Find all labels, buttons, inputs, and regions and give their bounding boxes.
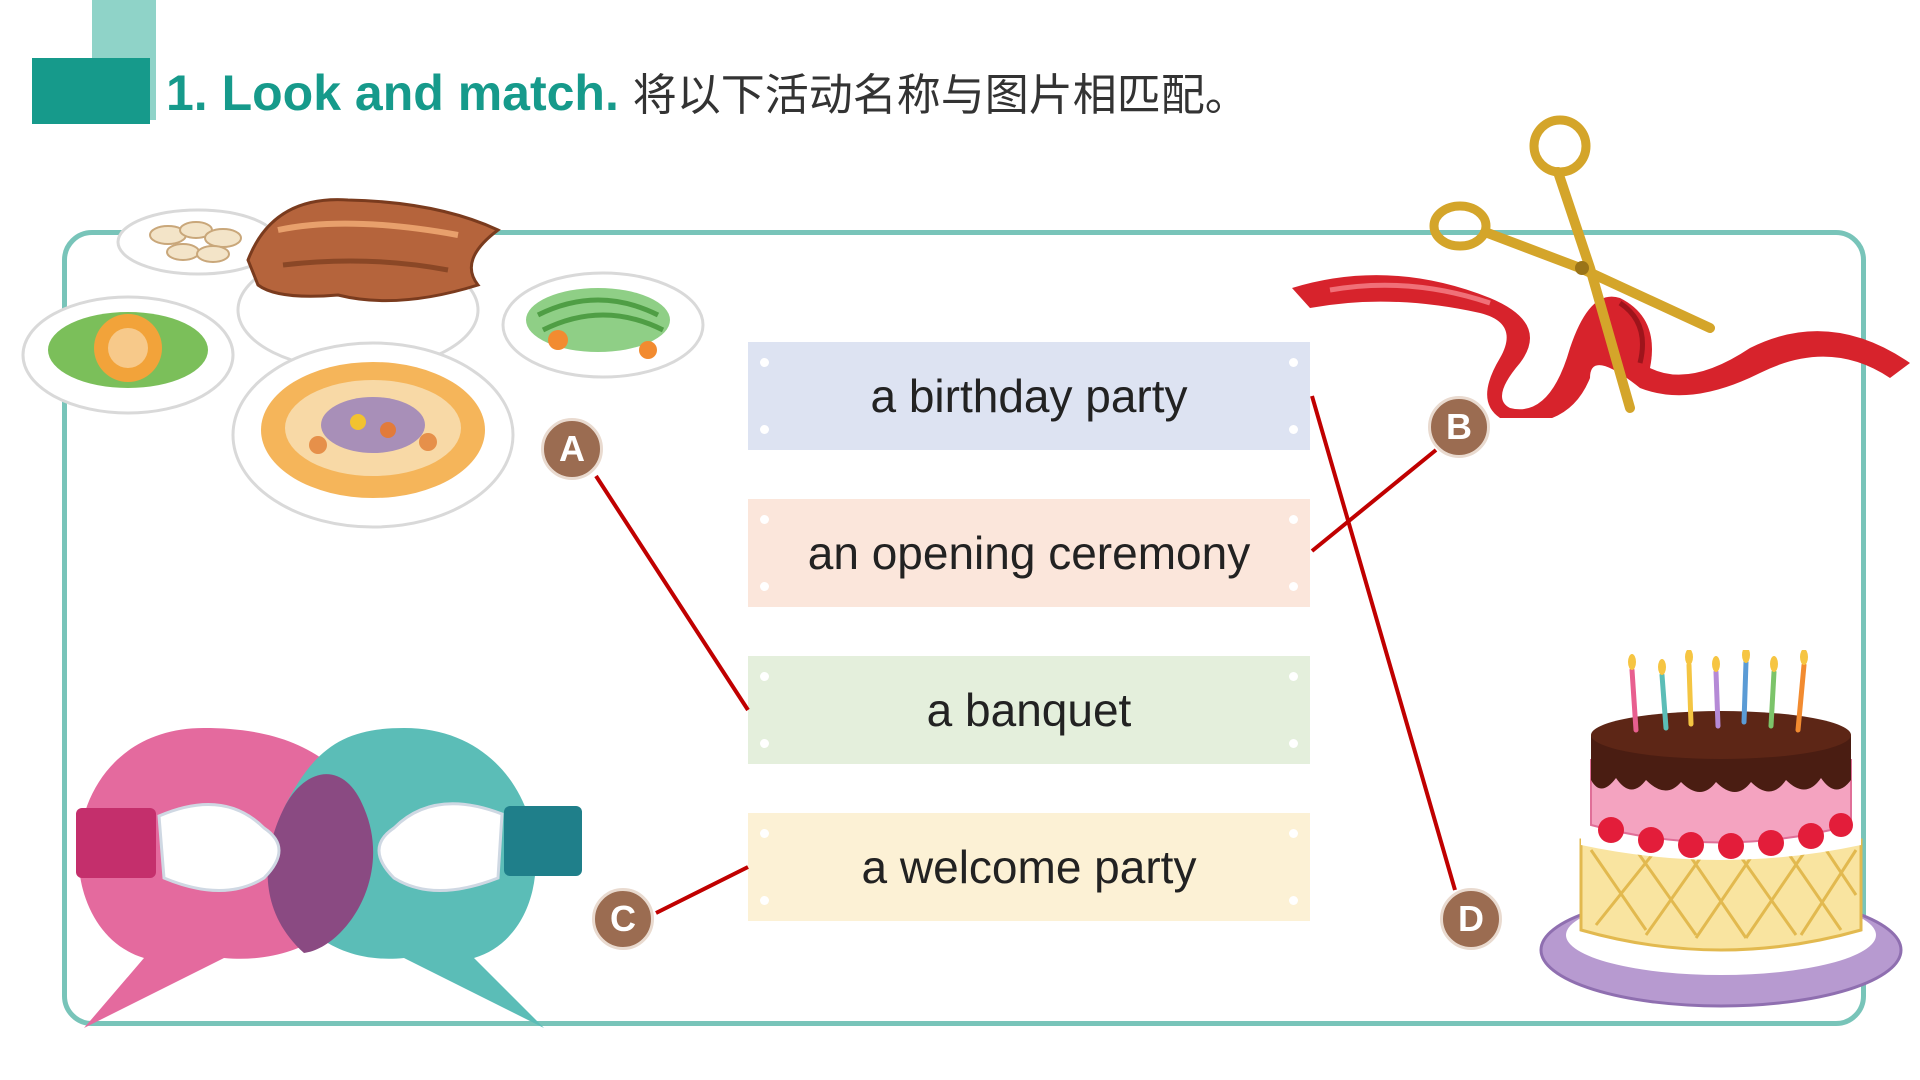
banquet-food-icon — [21, 198, 705, 529]
ribbon-scissors-icon — [1292, 115, 1910, 418]
phrase-card-birthday-party[interactable]: a birthday party — [748, 342, 1310, 450]
picture-label-a: A — [541, 418, 603, 480]
title-english: 1. Look and match. — [166, 65, 619, 121]
match-line-welcome-c — [655, 865, 749, 915]
picture-label-c: C — [592, 888, 654, 950]
phrase-label: a welcome party — [861, 841, 1197, 893]
phrase-label: an opening ceremony — [807, 527, 1251, 579]
handshake-bubbles-icon — [76, 728, 582, 1028]
title-chinese: 将以下活动名称与图片相匹配。 — [632, 70, 1249, 121]
header-accent-dark — [32, 58, 150, 124]
phrase-label: a birthday party — [870, 370, 1188, 422]
birthday-cake-icon — [1539, 650, 1903, 1008]
phrase-label: a banquet — [926, 684, 1132, 736]
phrase-card-welcome-party[interactable]: a welcome party — [748, 813, 1310, 921]
picture-label-d: D — [1440, 888, 1502, 950]
match-line-banquet-a — [594, 474, 750, 712]
phrase-card-opening-ceremony[interactable]: an opening ceremony — [748, 499, 1310, 607]
phrase-card-banquet[interactable]: a banquet — [748, 656, 1310, 764]
page-title: 1. Look and match. 将以下活动名称与图片相匹配。 — [166, 58, 1249, 128]
match-line-birthday-d — [1310, 395, 1457, 891]
picture-label-b: B — [1428, 396, 1490, 458]
exercise-panel — [62, 230, 1866, 1026]
match-line-opening-b — [1310, 448, 1438, 553]
